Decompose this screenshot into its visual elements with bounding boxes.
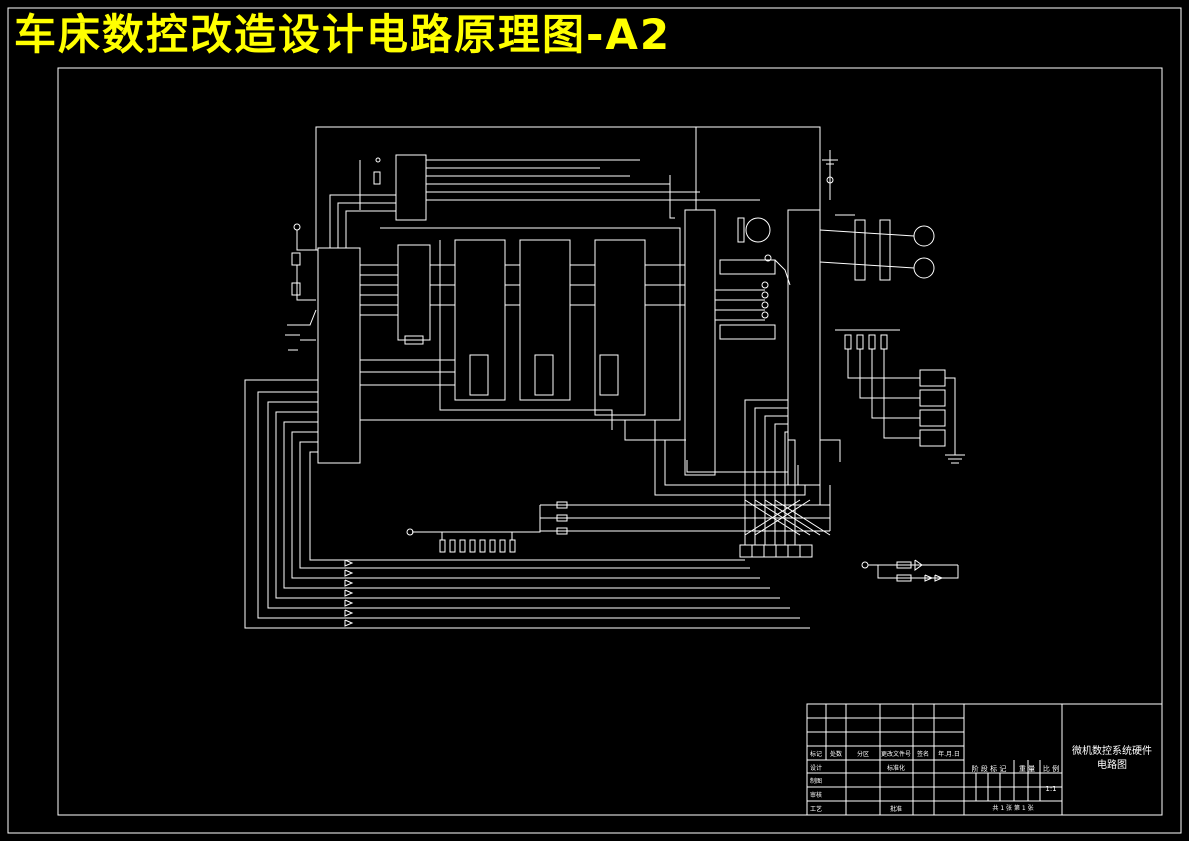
chip-memory-3 (594, 239, 646, 416)
chip-latch (397, 244, 431, 341)
tb-drawing-name-1: 微机数控系统硬件 (1072, 744, 1152, 757)
tb-weight: 重 量 (1019, 765, 1035, 773)
tb-header-date: 年.月.日 (938, 750, 960, 758)
tb-row-check: 审核 (810, 791, 822, 799)
tb-header-change: 更改文件号 (881, 750, 911, 758)
tb-header-count: 处数 (830, 750, 842, 758)
tb-stage: 阶 段 标 记 (972, 764, 1007, 773)
tb-approve: 批准 (890, 805, 902, 813)
tb-header-mark: 标记 (810, 750, 822, 758)
tb-row-design: 设计 (810, 764, 822, 772)
tb-sheets: 共 1 张 第 1 张 (992, 804, 1033, 812)
tb-row-process: 工艺 (810, 805, 822, 813)
motor-z-icon (913, 257, 935, 279)
chip-top (395, 154, 427, 221)
tb-header-zone: 分区 (857, 750, 869, 758)
outer-frame (7, 7, 1182, 834)
tb-scale: 1:1 (1045, 785, 1056, 793)
chip-memory-2 (519, 239, 571, 401)
chip-io (684, 209, 716, 476)
chip-interface (787, 209, 821, 486)
tb-header-sign: 签名 (917, 750, 929, 758)
stepper-motor-icon (745, 217, 771, 243)
tb-row-draw: 制图 (810, 777, 822, 785)
inner-frame (57, 67, 1163, 816)
drawing-title: 车床数控改造设计电路原理图-A2 (14, 10, 672, 59)
tb-drawing-name-2: 电路图 (1097, 758, 1127, 771)
tb-standardization: 标准化 (887, 764, 905, 772)
tb-ratio: 比 例 (1043, 764, 1059, 773)
chip-memory-1 (454, 239, 506, 401)
motor-x-icon (913, 225, 935, 247)
top-bus-line (315, 126, 821, 250)
chip-cpu (317, 247, 361, 464)
